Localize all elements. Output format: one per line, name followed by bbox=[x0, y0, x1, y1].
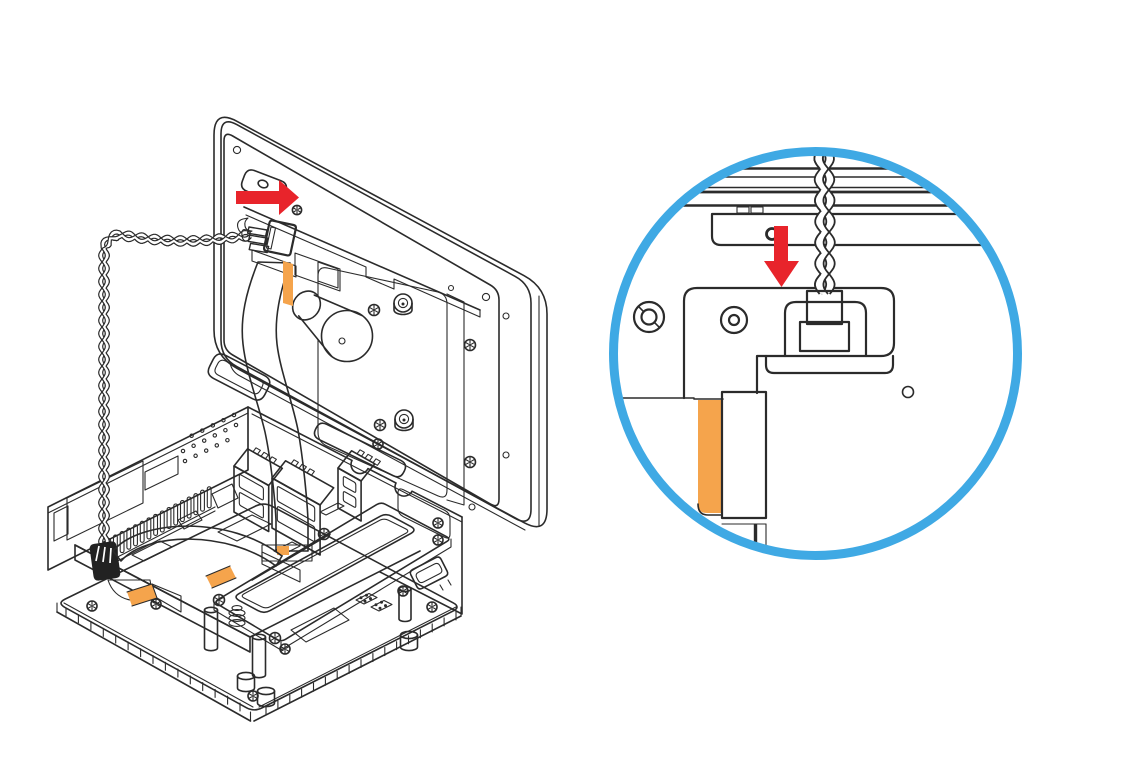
detail-cable bbox=[798, 152, 851, 353]
screw-icon bbox=[463, 338, 477, 352]
display-assembly bbox=[207, 116, 548, 531]
wall-label bbox=[53, 505, 69, 542]
wall-vent-holes bbox=[180, 412, 239, 464]
screw-icon bbox=[86, 600, 98, 612]
flex-highlight bbox=[127, 584, 157, 606]
ethernet-port bbox=[337, 449, 381, 522]
screw-icon bbox=[212, 593, 226, 607]
base-plate bbox=[56, 503, 462, 722]
screw-icon bbox=[432, 534, 444, 546]
cup-standoff bbox=[394, 409, 414, 432]
detail-plug-body bbox=[805, 289, 844, 326]
arrow-right-icon bbox=[236, 180, 299, 215]
display-bezel-outer bbox=[213, 116, 548, 528]
ssd-drive bbox=[235, 513, 415, 614]
assembly-view bbox=[47, 116, 548, 722]
usbc-port bbox=[409, 556, 452, 591]
detail-screws bbox=[632, 300, 915, 399]
label-slab bbox=[290, 607, 350, 643]
screw-icon bbox=[247, 690, 259, 702]
ssd-carrier-board bbox=[212, 502, 452, 651]
flex-highlight bbox=[283, 261, 293, 306]
usb-port-stack bbox=[271, 459, 335, 556]
board-flex-cables bbox=[107, 525, 301, 613]
screw-icon bbox=[463, 455, 477, 469]
three-pin-connector bbox=[241, 219, 297, 257]
screw-icon bbox=[367, 303, 381, 317]
barrel-standoff bbox=[291, 290, 374, 363]
screw-icon bbox=[372, 438, 384, 450]
cup-standoff bbox=[393, 293, 413, 316]
arrow-down-icon bbox=[764, 226, 799, 287]
enclosure-walls bbox=[47, 406, 463, 615]
screw-icon bbox=[268, 631, 282, 645]
detail-callout bbox=[609, 147, 1022, 560]
spring-screw bbox=[228, 605, 246, 627]
wall-label bbox=[144, 455, 179, 491]
detail-flex bbox=[693, 390, 768, 546]
rubber-feet bbox=[236, 630, 419, 708]
screw-icon bbox=[150, 598, 162, 610]
flex-highlight bbox=[277, 546, 289, 555]
flex-highlight bbox=[206, 566, 236, 588]
screw-icon bbox=[426, 601, 438, 613]
soc-chip bbox=[217, 514, 272, 542]
arch-flex bbox=[112, 525, 283, 567]
display-foot bbox=[207, 353, 271, 401]
screw-icon bbox=[373, 418, 387, 432]
pin-header bbox=[355, 592, 393, 612]
display-back-panel bbox=[223, 133, 500, 507]
mount-plate bbox=[317, 267, 465, 506]
detail-bracket bbox=[614, 286, 896, 400]
wall-label bbox=[66, 460, 144, 541]
sbc-board bbox=[74, 447, 421, 679]
flex-highlight-large bbox=[698, 400, 722, 513]
usb-port-stack bbox=[233, 447, 284, 533]
display-ribbon-cable bbox=[241, 249, 331, 581]
screw-icon bbox=[291, 204, 303, 216]
display-bezel bbox=[220, 121, 532, 522]
plate-vent-slots bbox=[65, 607, 457, 716]
screw-icon bbox=[432, 517, 444, 529]
hook-clip bbox=[237, 217, 253, 234]
callout-ring bbox=[609, 147, 1022, 560]
detail-plug-socket bbox=[798, 320, 851, 353]
